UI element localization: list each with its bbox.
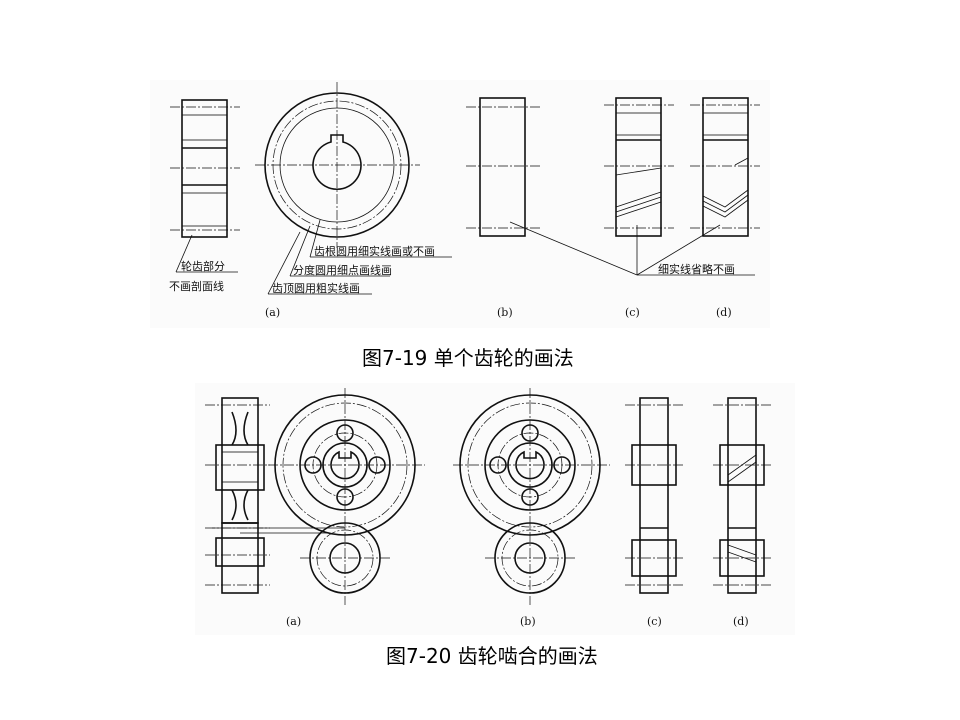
figure1-caption: 图7-19 单个齿轮的画法 xyxy=(362,346,574,370)
fig2-c-side xyxy=(625,397,685,594)
fig2-a-front xyxy=(268,388,425,605)
fig1-sub-d: (d) xyxy=(716,306,732,319)
fig2-sub-c: (c) xyxy=(647,615,662,628)
fig2-a-section xyxy=(205,397,345,594)
fig1-a-side-view xyxy=(170,99,240,273)
fig2-sub-a: (a) xyxy=(286,615,301,628)
label-teeth-1: 轮齿部分 xyxy=(181,259,225,273)
label-pitch-circle: 分度圆用细点画线画 xyxy=(293,263,392,277)
fig1-d-view xyxy=(690,97,760,237)
label-root-circle: 齿根圆用细实线画或不画 xyxy=(314,244,435,258)
figure2-background xyxy=(195,383,795,635)
fig1-leader-lines xyxy=(509,221,755,276)
label-teeth-2: 不画剖面线 xyxy=(169,279,224,293)
fig1-c-view xyxy=(604,97,674,237)
fig1-a-front-view xyxy=(255,82,452,295)
figure1-background xyxy=(150,80,770,328)
label-thin-lines: 细实线省略不画 xyxy=(658,262,735,276)
fig2-sub-b: (b) xyxy=(520,615,536,628)
fig1-sub-a: (a) xyxy=(265,306,280,319)
fig2-sub-d: (d) xyxy=(733,615,749,628)
figure2-caption: 图7-20 齿轮啮合的画法 xyxy=(386,644,598,668)
fig1-sub-c: (c) xyxy=(625,306,640,319)
fig2-b-front xyxy=(453,388,610,605)
label-tip-circle: 齿顶圆用粗实线画 xyxy=(272,281,360,295)
fig2-d-side xyxy=(713,397,773,594)
fig1-b-view xyxy=(466,97,540,237)
fig1-sub-b: (b) xyxy=(497,306,513,319)
